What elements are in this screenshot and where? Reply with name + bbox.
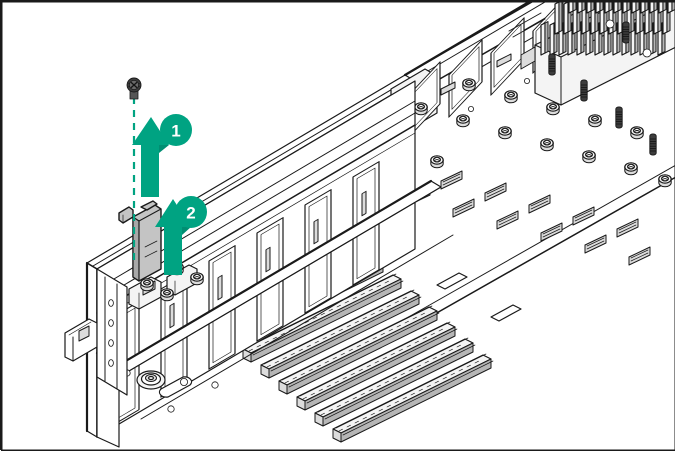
slot-filler-bracket [118, 200, 162, 282]
callout-1-circle [160, 114, 192, 146]
chassis-bottom-plate [95, 179, 454, 448]
callout-2-circle [175, 196, 207, 228]
callout-2-label: 2 [186, 204, 195, 223]
bottom-plate-boss [136, 370, 166, 390]
chassis-left-rail [96, 268, 128, 396]
rail-hole-group [108, 299, 114, 367]
callout-1-label: 1 [171, 122, 180, 141]
arrow-step-1 [132, 117, 169, 197]
heatsink-fin-row [540, 2, 675, 56]
callout-2: 2 [175, 196, 207, 228]
chassis-latch-tab [64, 318, 98, 362]
heatsink-fin-array [534, 2, 675, 156]
bottom-plate-slot [158, 376, 193, 398]
callout-1: 1 [160, 114, 192, 146]
retaining-screw [126, 77, 142, 100]
deck-edge-bracket [508, 12, 546, 70]
